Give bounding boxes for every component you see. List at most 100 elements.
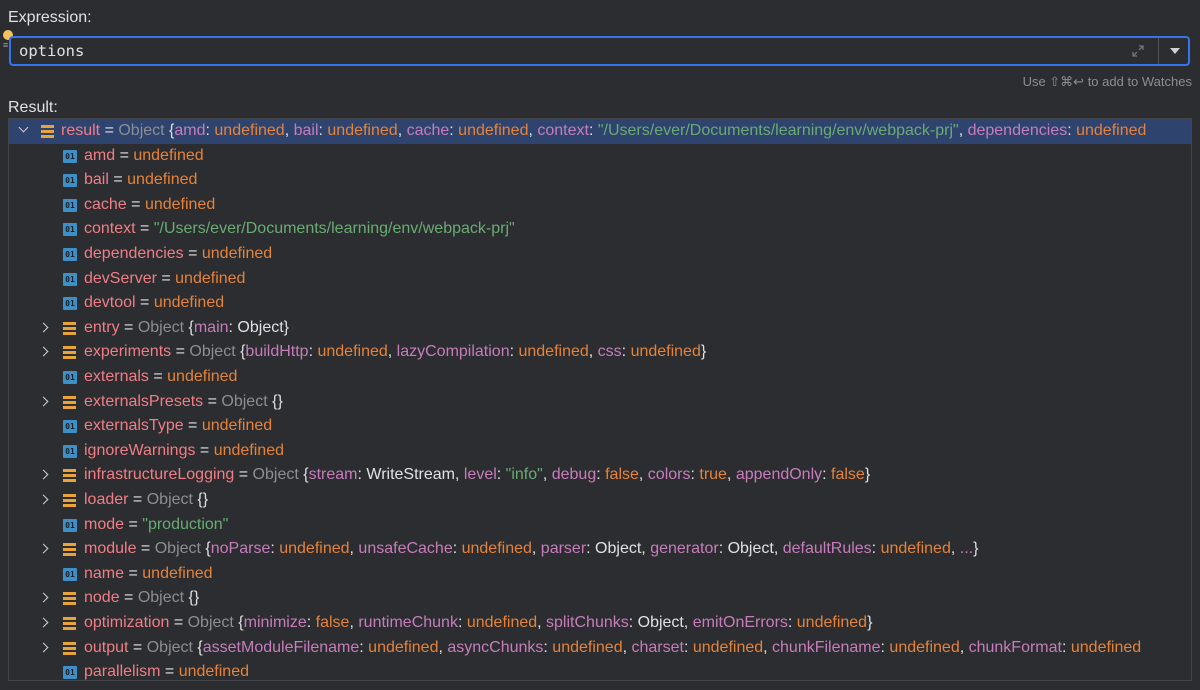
watches-hint: Use ⇧⌘↩ to add to Watches	[1022, 74, 1192, 89]
value-segment: appendOnly	[735, 466, 823, 484]
chevron-right-icon[interactable]	[38, 617, 49, 628]
object-icon	[63, 346, 76, 360]
value-segment: undefined	[214, 122, 285, 139]
primitive-icon: 01	[63, 444, 77, 458]
chevron-down-icon[interactable]	[18, 122, 29, 133]
tree-row-entry[interactable]: entry = Object {main: Object}	[9, 316, 1191, 341]
history-dropdown-icon[interactable]	[1170, 48, 1180, 54]
tree-row-externalsPresets[interactable]: externalsPresets = Object {}	[9, 390, 1191, 415]
chevron-right-icon[interactable]	[38, 494, 49, 505]
tree-row-node[interactable]: node = Object {}	[9, 586, 1191, 611]
expression-input[interactable]	[19, 38, 1119, 64]
result-row[interactable]: result = Object {amd: undefined, bail: u…	[9, 119, 1191, 144]
value-segment: undefined	[153, 294, 225, 312]
result-tree[interactable]: result = Object { amd: undefined, bail: u…	[8, 118, 1192, 681]
row-text: cache = undefined	[84, 193, 215, 218]
equals-sign: =	[195, 441, 214, 459]
equals-sign: =	[115, 146, 134, 164]
value-segment: undefined	[127, 171, 198, 189]
tree-row-loader[interactable]: loader = Object {}	[9, 488, 1191, 513]
value-segment: :	[543, 638, 553, 656]
value-segment: {	[205, 540, 211, 558]
value-segment: "production"	[142, 515, 229, 533]
result-label: Result:	[8, 99, 58, 116]
chevron-right-icon[interactable]	[38, 322, 49, 333]
chevron-right-icon[interactable]	[38, 396, 49, 407]
variable-name: experiments	[84, 343, 172, 361]
value-segment: :	[496, 466, 506, 484]
value-segment: asyncChunks	[447, 638, 544, 656]
value-segment: ,	[588, 343, 598, 361]
expression-field[interactable]	[9, 36, 1190, 66]
value-segment: undefined	[368, 638, 439, 656]
tree-row-module[interactable]: module = Object {noParse: undefined, uns…	[9, 537, 1191, 562]
value-segment: "/Users/ever/Documents/learning/env/webp…	[597, 122, 959, 139]
value-segment: ,	[349, 540, 359, 558]
object-icon	[63, 494, 76, 507]
value-segment: splitChunks	[546, 614, 629, 631]
chevron-right-icon[interactable]	[38, 592, 49, 603]
value-segment: :	[449, 122, 459, 139]
equals-sign: =	[119, 318, 138, 336]
value-segment: ,	[537, 614, 547, 631]
row-text: loader = Object {}	[84, 488, 208, 513]
value-segment: debug	[551, 466, 597, 484]
value-segment: undefined	[144, 195, 216, 213]
value-segment: :	[306, 614, 316, 631]
variable-name: result	[61, 122, 101, 139]
value-segment: :	[318, 122, 328, 139]
tree-row-output[interactable]: output = Object {assetModuleFilename: un…	[9, 636, 1191, 661]
chevron-right-icon[interactable]	[38, 543, 49, 554]
value-segment: bail	[293, 122, 319, 139]
chevron-right-icon[interactable]	[38, 642, 49, 653]
value-segment: stream	[308, 466, 358, 484]
value-segment: : Object,	[586, 540, 651, 558]
chevron-right-icon[interactable]	[38, 346, 49, 357]
tree-row-infrastructureLogging[interactable]: infrastructureLogging = Object {stream: …	[9, 463, 1191, 488]
value-segment: :	[457, 614, 467, 631]
value-segment: colors	[647, 466, 691, 484]
value-segment: amd	[174, 122, 206, 139]
expand-icon[interactable]	[1130, 43, 1146, 59]
value-segment: unsafeCache	[358, 540, 453, 558]
handle-icon: ≡	[3, 40, 9, 50]
chevron-right-icon[interactable]	[38, 469, 49, 480]
value-segment: undefined	[142, 564, 213, 582]
value-segment: undefined	[518, 343, 589, 361]
tree-row-experiments[interactable]: experiments = Object {buildHttp: undefin…	[9, 340, 1191, 365]
row-text: entry = Object {main: Object}	[84, 316, 289, 341]
tree-row-optimization[interactable]: optimization = Object {minimize: false, …	[9, 611, 1191, 636]
value-segment: "/Users/ever/Documents/learning/env/webp…	[153, 220, 515, 238]
value-segment: undefined	[279, 540, 350, 558]
equals-sign: =	[124, 515, 143, 533]
value-segment: lazyCompilation	[396, 343, 510, 361]
value-segment: context	[537, 122, 589, 139]
value-segment: Object	[154, 540, 206, 558]
primitive-icon: 01	[63, 666, 77, 680]
value-segment: noParse	[210, 540, 271, 558]
equals-sign: =	[183, 245, 202, 262]
value-segment: true	[699, 466, 727, 484]
variable-name: name	[84, 564, 125, 582]
row-text: result = Object {amd: undefined, bail: u…	[61, 119, 1146, 144]
row-text: externalsType = undefined	[84, 414, 272, 439]
value-segment: false	[605, 466, 639, 484]
row-text: dependencies = undefined	[84, 242, 272, 267]
lightbulb-icon[interactable]	[3, 30, 13, 40]
value-segment: {}	[197, 491, 209, 508]
value-segment: :	[822, 466, 832, 484]
value-segment: :	[621, 343, 631, 361]
